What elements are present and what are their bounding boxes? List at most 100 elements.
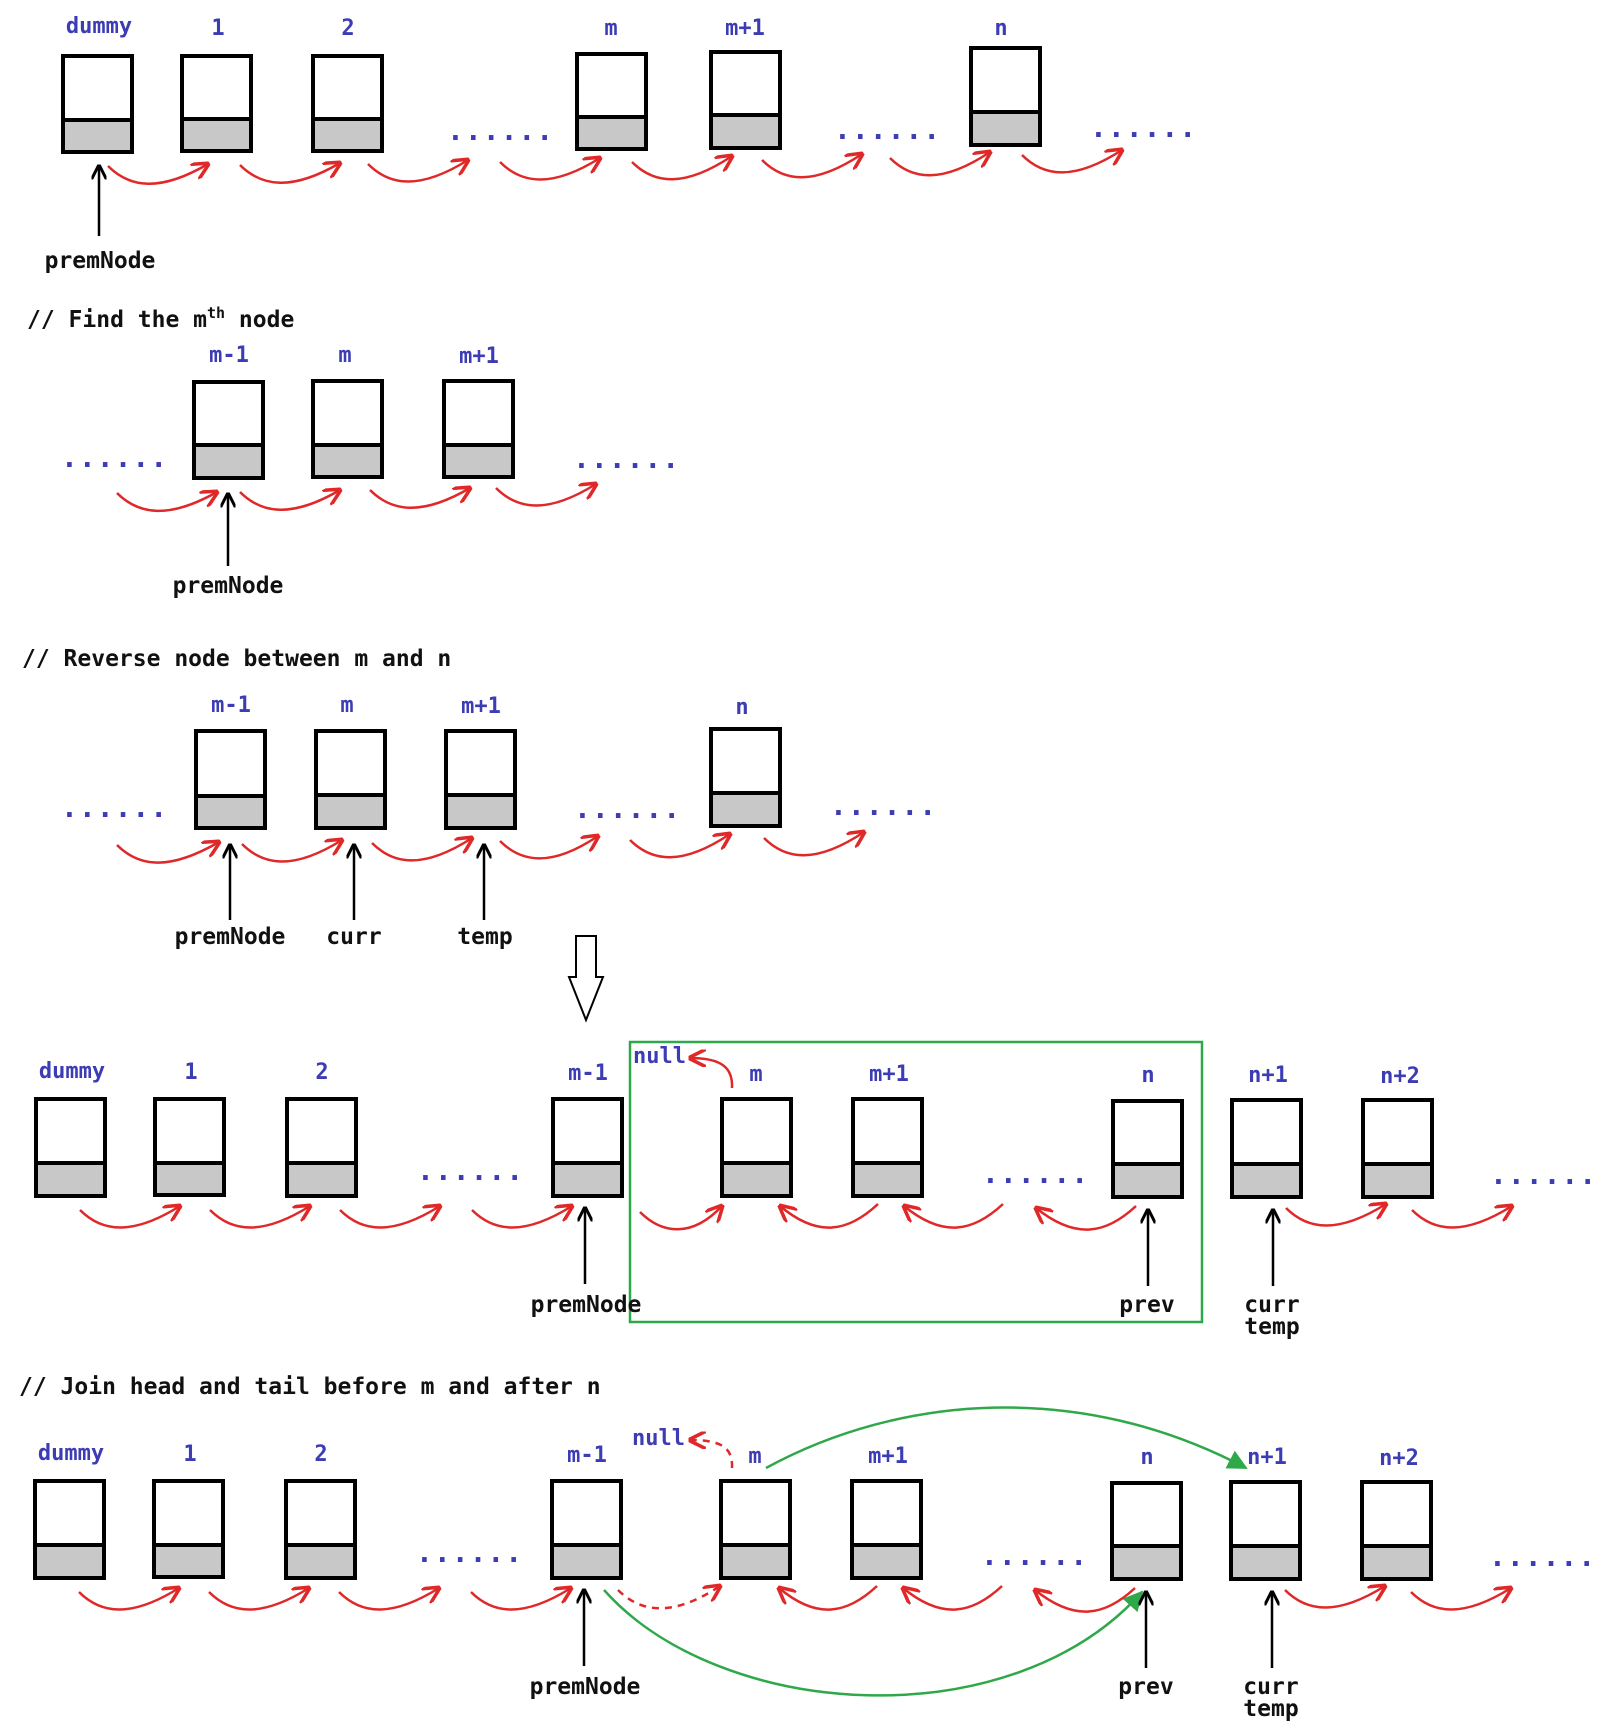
pointer-label-temp: temp	[457, 924, 512, 950]
pointer-label-curr: curr	[1243, 1674, 1298, 1700]
row-2-find-mth: // Find the mth node m-1 m m+1 ...... ..…	[27, 304, 680, 599]
node-label-n-plus-1: n+1	[1247, 1445, 1287, 1470]
comment-reverse-between: // Reverse node between m and n	[22, 646, 451, 672]
list-node	[33, 1479, 106, 1580]
node-label-m-plus-1: m+1	[459, 344, 499, 369]
ellipsis: ......	[416, 1536, 523, 1569]
list-node	[720, 1097, 793, 1198]
list-node	[311, 54, 384, 153]
list-node	[311, 379, 384, 479]
comment-find-mth-node: // Find the mth node	[27, 304, 294, 333]
pointer-label-premnode: premNode	[531, 1292, 642, 1318]
comment-join-head-tail: // Join head and tail before m and after…	[19, 1374, 601, 1400]
pointer-label-prev: prev	[1119, 1292, 1174, 1318]
node-label-m: m	[604, 16, 617, 41]
next-pointer-links	[116, 484, 596, 513]
list-node	[1361, 1098, 1434, 1199]
node-label-1: 1	[183, 1442, 196, 1467]
row-3-reverse-setup: // Reverse node between m and n m-1 m m+…	[22, 646, 937, 950]
ellipsis: ......	[574, 792, 681, 825]
node-label-n: n	[994, 16, 1007, 41]
ellipsis: ......	[417, 1154, 524, 1187]
node-label-n: n	[1140, 1445, 1153, 1470]
pointer-label-curr: curr	[326, 924, 381, 950]
node-label-dummy: dummy	[38, 1441, 104, 1466]
pointer-label-premnode: premNode	[175, 924, 286, 950]
pointer-label-premnode: premNode	[173, 573, 284, 599]
ellipsis: ......	[1490, 1158, 1597, 1191]
next-pointer-links	[107, 150, 1122, 185]
node-label-dummy: dummy	[66, 14, 132, 39]
null-link-dashed	[690, 1440, 734, 1469]
pointer-label-prev: prev	[1118, 1674, 1173, 1700]
ellipsis: ......	[1090, 111, 1197, 144]
pointer-label-temp: temp	[1243, 1696, 1298, 1722]
node-label-n: n	[1141, 1063, 1154, 1088]
pointer-label-premnode: premNode	[530, 1674, 641, 1700]
list-node	[192, 380, 265, 480]
list-node	[194, 729, 267, 830]
list-node	[1230, 1098, 1303, 1199]
list-node	[1229, 1480, 1302, 1581]
ellipsis: ......	[61, 441, 168, 474]
next-pointer-links	[116, 832, 864, 864]
list-node	[851, 1097, 924, 1198]
node-label-n: n	[735, 695, 748, 720]
node-label-2: 2	[315, 1060, 328, 1085]
next-pointer-links	[79, 1204, 1512, 1231]
row-5-join: // Join head and tail before m and after…	[19, 1374, 1596, 1722]
reversed-segment-highlight	[628, 1040, 1204, 1324]
pointer-label-premnode: premNode	[45, 248, 156, 274]
list-node	[551, 1097, 624, 1198]
pointer-label-curr: curr	[1244, 1292, 1299, 1318]
node-label-m-minus-1: m-1	[567, 1443, 607, 1468]
list-node	[850, 1479, 923, 1580]
ellipsis: ......	[834, 113, 941, 146]
node-label-m: m	[340, 693, 353, 718]
list-node	[709, 727, 782, 828]
list-node	[314, 729, 387, 830]
list-node	[969, 46, 1042, 147]
list-node	[34, 1097, 107, 1198]
list-node	[444, 729, 517, 830]
list-node	[1360, 1480, 1433, 1581]
node-label-m-minus-1: m-1	[209, 343, 249, 368]
pointer-label-temp: temp	[1244, 1314, 1299, 1340]
row-1-full-list: dummy 1 2 m m+1 n ...... ...... ...... p…	[45, 14, 1197, 274]
list-node	[180, 54, 253, 153]
node-label-n-plus-2: n+2	[1379, 1446, 1419, 1471]
node-label-m-minus-1: m-1	[568, 1061, 608, 1086]
null-label: null	[632, 1426, 685, 1451]
node-label-m-plus-1: m+1	[868, 1444, 908, 1469]
ellipsis: ......	[1489, 1540, 1596, 1573]
node-label-n-plus-1: n+1	[1248, 1063, 1288, 1088]
transition-down-arrow-icon	[567, 935, 605, 1023]
join-m-to-n-plus-1	[765, 1406, 1248, 1470]
node-label-m-plus-1: m+1	[461, 694, 501, 719]
node-label-m-minus-1: m-1	[211, 693, 251, 718]
join-m-minus-1-to-n	[603, 1589, 1144, 1697]
list-node	[1111, 1099, 1184, 1199]
node-label-m: m	[338, 343, 351, 368]
list-node	[719, 1479, 792, 1580]
list-node	[284, 1479, 357, 1580]
ellipsis: ......	[982, 1157, 1089, 1190]
node-label-dummy: dummy	[39, 1059, 105, 1084]
list-node	[152, 1479, 225, 1579]
list-node	[550, 1479, 623, 1580]
node-label-n-plus-2: n+2	[1380, 1064, 1420, 1089]
ellipsis: ......	[61, 791, 168, 824]
node-label-m-plus-1: m+1	[725, 16, 765, 41]
null-label: null	[633, 1044, 686, 1069]
node-label-m: m	[749, 1062, 762, 1087]
list-node	[285, 1097, 358, 1198]
ellipsis: ......	[830, 789, 937, 822]
null-link	[690, 1058, 734, 1089]
list-node	[61, 54, 134, 154]
node-label-1: 1	[184, 1060, 197, 1085]
row-4-after-reverse: dummy 1 2 m-1 m m+1 n n+1 n+2 null .....…	[34, 1040, 1597, 1340]
list-node	[709, 50, 782, 150]
ellipsis: ......	[573, 442, 680, 475]
node-label-m-plus-1: m+1	[869, 1062, 909, 1087]
